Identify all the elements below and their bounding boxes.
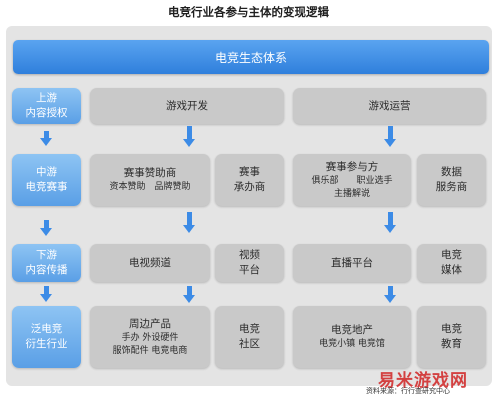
header-game-development-label: 游戏开发 <box>166 99 208 112</box>
stage-upstream: 上游内容授权 <box>12 88 81 124</box>
box-esports-education-line2: 教育 <box>441 338 462 350</box>
header-game-operations-label: 游戏运营 <box>368 99 411 112</box>
box-merchandise-title: 周边产品 <box>129 317 171 330</box>
box-esports-real-estate-detail: 电竞小镇 电竞馆 <box>319 339 385 349</box>
box-esports-community-line1: 电竞 <box>239 323 260 335</box>
ecosystem-banner: 电竞生态体系 <box>13 40 489 74</box>
arrow-down-icon <box>384 139 396 147</box>
box-tv-channel: 电视频道 <box>90 244 210 282</box>
box-video-platform-line2: 平台 <box>239 264 260 276</box>
arrow-down-icon <box>40 294 52 302</box>
stage-upstream-line1: 上游 <box>36 92 57 104</box>
box-event-organizer: 赛事 承办商 <box>215 154 284 206</box>
arrow-down-icon <box>183 139 195 147</box>
stage-midstream-line1: 中游 <box>36 166 57 178</box>
box-esports-real-estate: 电竞地产 电竞小镇 电竞馆 <box>293 306 411 368</box>
source-note: 资料来源：行行查研究中心 <box>366 387 450 395</box>
stage-derived-line2: 衍生行业 <box>25 338 68 350</box>
arrow-down-icon <box>183 225 195 233</box>
arrow-stem <box>186 126 192 140</box>
stage-derived-line1: 泛电竞 <box>30 323 63 335</box>
arrow-stem <box>186 212 192 226</box>
box-esports-education: 电竞 教育 <box>417 306 486 368</box>
arrow-stem <box>43 286 49 295</box>
arrow-stem <box>387 286 393 296</box>
arrow-down-icon <box>384 295 396 303</box>
box-merchandise: 周边产品 手办 外设硬件 服饰配件 电竞电商 <box>90 306 210 368</box>
watermark-logo: 易米游戏网 <box>378 371 468 391</box>
box-live-platform-label: 直播平台 <box>331 256 373 269</box>
box-event-sponsor: 赛事赞助商 资本赞助 品牌赞助 <box>90 154 210 206</box>
arrow-stem <box>186 286 192 296</box>
box-event-sponsor-title: 赛事赞助商 <box>123 167 177 179</box>
box-esports-community: 电竞 社区 <box>215 306 284 368</box>
arrow-down-icon <box>40 138 52 146</box>
box-event-participant: 赛事参与方 俱乐部 职业选手 主播解说 <box>293 154 411 206</box>
box-esports-media-line1: 电竞 <box>441 249 462 261</box>
box-event-organizer-line2: 承办商 <box>233 181 266 193</box>
box-data-provider-line1: 数据 <box>441 166 462 178</box>
box-live-platform: 直播平台 <box>293 244 411 282</box>
stage-derived: 泛电竞衍生行业 <box>12 306 81 368</box>
box-event-participant-detail1: 俱乐部 职业选手 <box>311 175 393 186</box>
stage-downstream: 下游内容传播 <box>12 244 81 282</box>
box-esports-media: 电竞 媒体 <box>417 244 486 282</box>
stage-downstream-line1: 下游 <box>36 249 57 261</box>
box-data-provider: 数据 服务商 <box>417 154 486 206</box>
box-esports-community-line2: 社区 <box>239 338 260 350</box>
box-event-participant-detail2: 主播解说 <box>333 188 370 199</box>
arrow-down-icon <box>40 228 52 236</box>
header-game-operations: 游戏运营 <box>293 88 486 124</box>
box-esports-education-line1: 电竞 <box>441 323 462 335</box>
box-video-platform-line1: 视频 <box>239 249 260 261</box>
stage-downstream-line2: 内容传播 <box>25 264 68 276</box>
box-event-organizer-line1: 赛事 <box>239 166 260 178</box>
header-game-development: 游戏开发 <box>90 88 284 124</box>
arrow-stem <box>43 220 49 229</box>
arrow-stem <box>387 126 393 140</box>
box-event-sponsor-detail: 资本赞助 品牌赞助 <box>109 182 191 192</box>
box-data-provider-line2: 服务商 <box>435 181 468 193</box>
box-video-platform: 视频 平台 <box>215 244 284 282</box>
page-title: 电竞行业各参与主体的变现逻辑 <box>168 5 329 19</box>
stage-upstream-line2: 内容授权 <box>25 107 68 119</box>
box-merchandise-detail1: 手办 外设硬件 <box>121 332 179 343</box>
arrow-down-icon <box>183 295 195 303</box>
arrow-stem <box>43 131 49 139</box>
box-esports-real-estate-title: 电竞地产 <box>331 324 373 336</box>
box-esports-media-line2: 媒体 <box>441 264 462 276</box>
stage-midstream: 中游电竞赛事 <box>12 154 81 206</box>
arrow-down-icon <box>384 225 396 233</box>
box-merchandise-detail2: 服饰配件 电竞电商 <box>112 345 188 356</box>
arrow-stem <box>387 212 393 226</box>
box-tv-channel-label: 电视频道 <box>129 256 171 269</box>
stage-midstream-line2: 电竞赛事 <box>25 181 68 193</box>
box-event-participant-title: 赛事参与方 <box>325 160 379 173</box>
